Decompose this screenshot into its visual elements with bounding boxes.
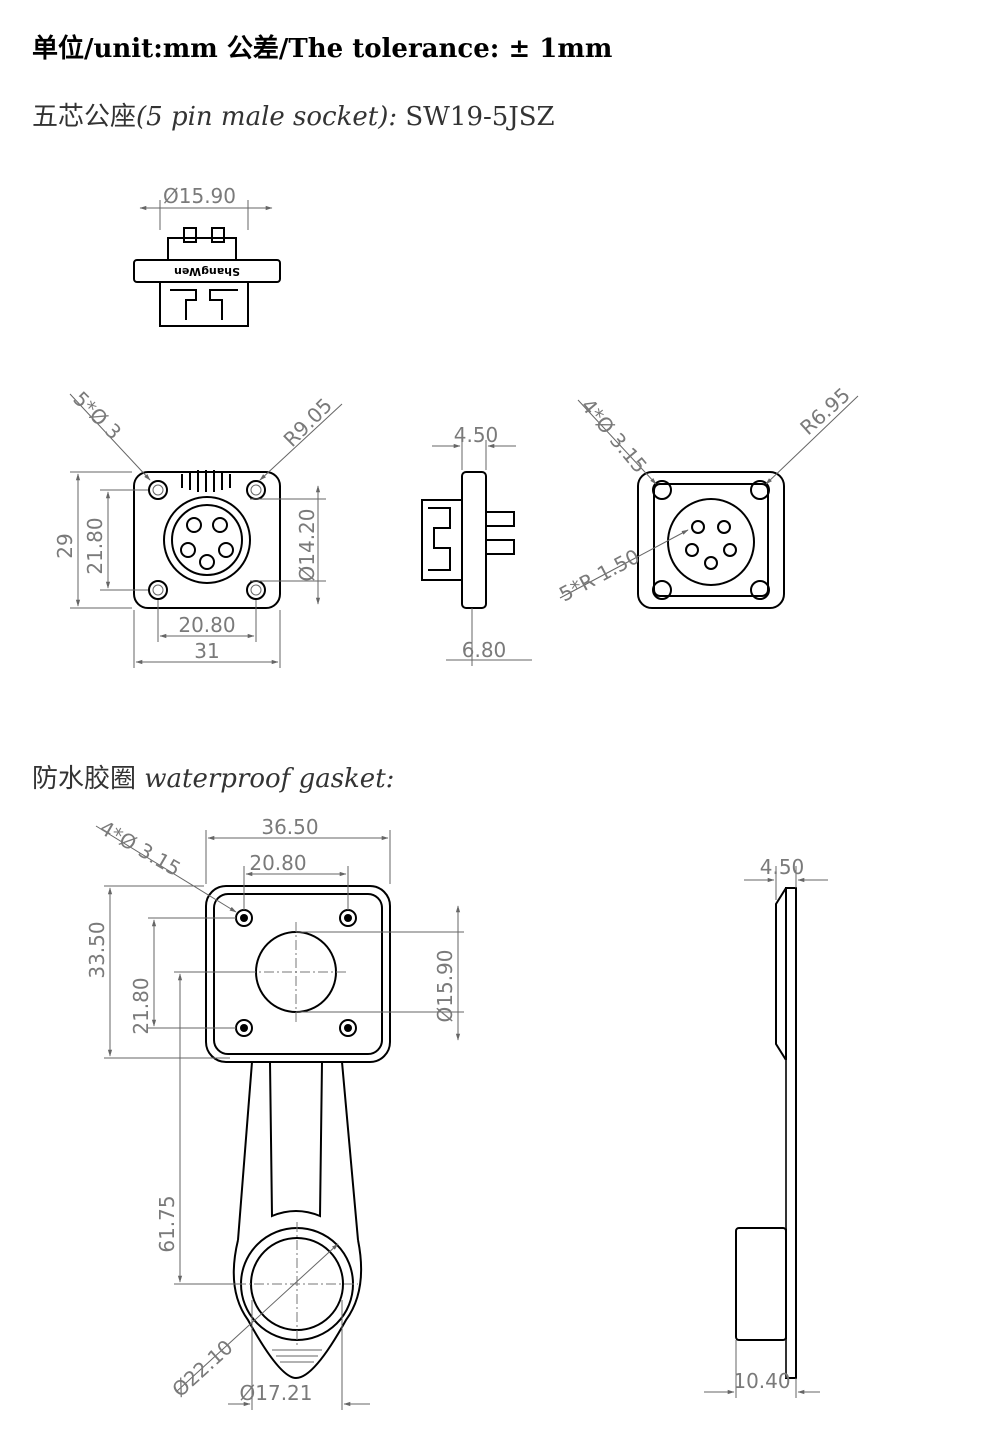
rear-holes-label: 4*Ø 3.15 — [576, 394, 652, 478]
front-radius-label: R9.05 — [279, 393, 337, 451]
gasket-thickness-label: 4.50 — [760, 855, 805, 879]
gasket-cap-depth-label: 10.40 — [733, 1369, 790, 1393]
gasket-ring-outer-label: Ø22.10 — [167, 1335, 237, 1402]
gasket-holes-label: 4*Ø 3.15 — [96, 816, 185, 881]
front-width-holes-label: 20.80 — [178, 613, 235, 637]
gasket-center-diameter-label: Ø15.90 — [433, 950, 457, 1023]
rear-pin-radius-label: 5*R 1.50 — [555, 544, 644, 606]
socket-front-view: 5*Ø 3 R9.05 29 21.80 Ø14.20 20.80 31 — [53, 387, 343, 668]
socket-label-en: (5 pin male socket): — [136, 102, 398, 132]
gasket-outer-height-label: 33.50 — [85, 921, 109, 978]
gasket-label-en: waterproof gasket: — [144, 764, 395, 794]
front-thread-diameter-label: Ø14.20 — [295, 509, 319, 582]
gasket-hole-spacing-x-label: 20.80 — [249, 851, 306, 875]
gasket-label-cn: 防水胶圈 — [32, 764, 137, 794]
socket-label-cn: 五芯公座 — [32, 102, 137, 132]
socket-model: SW19-5JSZ — [405, 102, 555, 132]
socket-top-view: Ø15.90 ShangWen — [133, 184, 281, 327]
unit-tolerance-header: 单位/unit:mm 公差/The tolerance: ± 1mm — [32, 34, 613, 64]
side-flange-thickness-label: 4.50 — [454, 423, 499, 447]
front-holes-label: 5*Ø 3 — [68, 387, 126, 445]
side-body-offset-label: 6.80 — [462, 638, 507, 662]
gasket-front-view: 4*Ø 3.15 36.50 20.80 33.50 21.80 Ø15.90 … — [85, 815, 464, 1410]
socket-section-title: 五芯公座(5 pin male socket): SW19-5JSZ — [32, 96, 555, 133]
gasket-ring-inner-label: Ø17.21 — [240, 1381, 313, 1405]
socket-rear-view: 4*Ø 3.15 R6.95 5*R 1.50 — [555, 383, 859, 609]
rear-radius-label: R6.95 — [795, 383, 854, 440]
front-height-outer-label: 29 — [53, 533, 77, 558]
gasket-section-title: 防水胶圈 waterproof gasket: — [32, 758, 394, 795]
brand-mark: ShangWen — [174, 265, 240, 278]
front-height-holes-label: 21.80 — [83, 517, 107, 574]
gasket-hole-spacing-y-label: 21.80 — [129, 977, 153, 1034]
gasket-side-view: 4.50 10.40 — [704, 855, 828, 1398]
top-diameter-label: Ø15.90 — [163, 184, 236, 208]
gasket-outer-width-label: 36.50 — [261, 815, 318, 839]
front-width-outer-label: 31 — [194, 639, 219, 663]
socket-side-view: 4.50 6.80 — [421, 423, 532, 666]
gasket-strap-length-label: 61.75 — [155, 1195, 179, 1252]
